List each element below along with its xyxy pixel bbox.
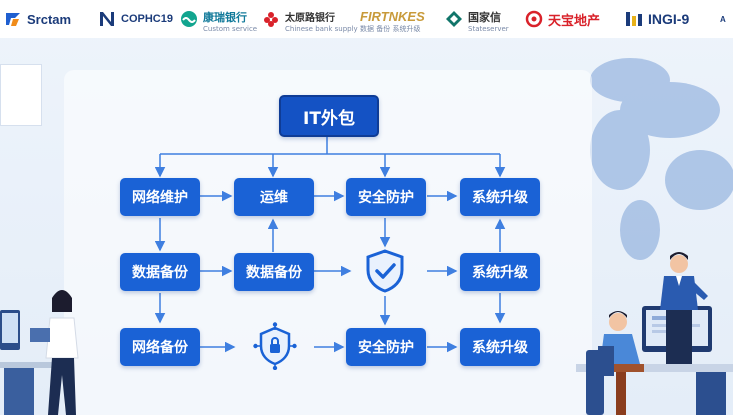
diamond-logo-icon [446, 11, 462, 27]
document-panel [0, 64, 42, 126]
letter-n-logo-icon [100, 12, 114, 26]
flower-logo-icon [264, 12, 278, 27]
srctam-logo-icon [6, 13, 20, 26]
logo-tianbao: 天宝地产 [525, 8, 600, 30]
node-security-protection: 安全防护 [346, 178, 426, 216]
logo-ingi9: INGI-9 [625, 8, 689, 30]
node-system-upgrade: 系统升级 [460, 178, 540, 216]
ring-logo-icon [525, 10, 543, 28]
node-operations: 运维 [234, 178, 314, 216]
woman-with-tablet-illustration [0, 290, 79, 415]
node-system-upgrade-3: 系统升级 [460, 328, 540, 366]
logo-copecio: COPHC19 [98, 8, 173, 30]
office-workers-illustration [576, 252, 733, 415]
node-network-maintenance: 网络维护 [120, 178, 200, 216]
shield-check-icon [358, 246, 412, 296]
network-shield-icon [250, 320, 300, 372]
node-security-protection-2: 安全防护 [346, 328, 426, 366]
logo-srctam: Srctam [4, 8, 71, 30]
node-data-backup: 数据备份 [120, 253, 200, 291]
logo-partial: A [720, 14, 726, 24]
node-network-backup: 网络备份 [120, 328, 200, 366]
circle-wave-logo-icon [181, 11, 197, 27]
node-system-upgrade-2: 系统升级 [460, 253, 540, 291]
world-map-background [590, 58, 733, 260]
diagram-title: IT外包 [279, 95, 379, 137]
bars-logo-icon [626, 12, 642, 26]
node-data-backup-2: 数据备份 [234, 253, 314, 291]
